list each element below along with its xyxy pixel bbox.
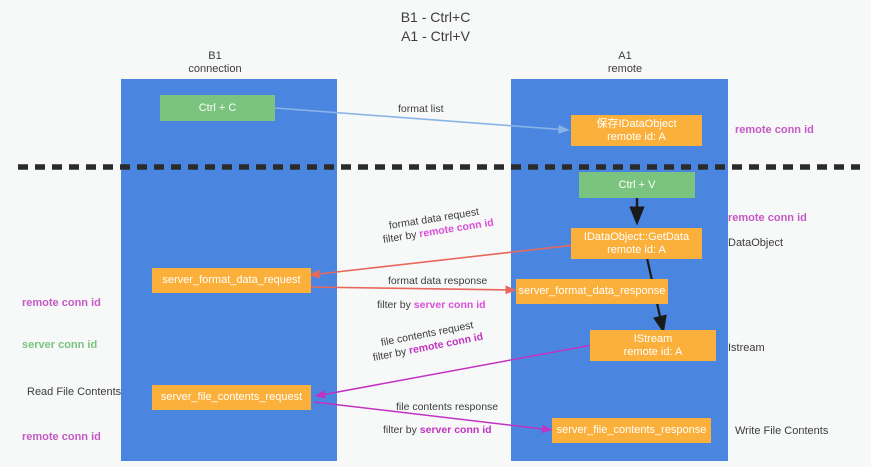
- edge-file-contents-request: [314, 344, 593, 399]
- server-conn-id-accent: server conn id: [413, 299, 486, 311]
- server-conn-id-accent: server conn id: [419, 424, 492, 436]
- filter-by-text: filter by: [383, 424, 420, 436]
- left-remote-conn-id-mid: remote conn id: [22, 297, 101, 309]
- node-save-idataobject[interactable]: 保存IDataObject remote id: A: [571, 115, 702, 146]
- edge-format-list: [274, 107, 570, 134]
- node-server-file-contents-response-label: server_file_contents_response: [556, 424, 707, 436]
- right-label-remote-conn-id-mid: remote conn id: [728, 212, 807, 224]
- left-label-read-file-contents: Read File Contents: [27, 386, 122, 398]
- left-remote-conn-id-bottom: remote conn id: [22, 431, 101, 443]
- right-label-write-file-contents: Write File Contents: [735, 425, 829, 437]
- edge-file-contents-response: [313, 401, 553, 434]
- right-label-dataobject: DataObject: [728, 237, 784, 249]
- lane-a1-title: A1: [618, 50, 632, 62]
- node-istream-line2: remote id: A: [623, 345, 683, 358]
- node-istream-line1: IStream: [633, 332, 673, 345]
- left-label-conn-ids-mid: remote conn id server conn id: [22, 268, 101, 380]
- right-label-remote-conn-id-top: remote conn id: [735, 124, 814, 136]
- node-idataobject-getdata-line2: remote id: A: [607, 243, 666, 256]
- node-save-idataobject-line2: remote id: A: [607, 130, 666, 143]
- edge-label-format-data-response-line2: filter by server conn id: [377, 298, 486, 312]
- edge-label-file-contents-response-line1: file contents response: [396, 401, 499, 413]
- node-ctrl-v[interactable]: Ctrl + V: [579, 172, 695, 198]
- node-server-format-data-request-label: server_format_data_request: [162, 274, 301, 286]
- node-server-file-contents-request-label: server_file_contents_request: [160, 391, 303, 403]
- lane-b1-subtitle: connection: [188, 63, 242, 75]
- node-ctrl-v-label: Ctrl + V: [618, 178, 656, 191]
- edge-label-format-list: format list: [398, 103, 444, 115]
- lane-header-a1: A1 remote: [565, 50, 685, 76]
- edge-format-data-request: [308, 244, 576, 279]
- lane-a1-subtitle: remote: [607, 63, 643, 75]
- node-ctrl-c-label: Ctrl + C: [198, 101, 237, 114]
- node-idataobject-getdata-line1: IDataObject::GetData: [583, 230, 690, 243]
- lane-b1-title: B1: [208, 50, 222, 62]
- node-istream[interactable]: IStream remote id: A: [590, 330, 716, 361]
- right-label-istream: Istream: [728, 342, 765, 354]
- page-title: B1 - Ctrl+C A1 - Ctrl+V: [400, 9, 471, 44]
- filter-by-text: filter by: [377, 299, 414, 311]
- node-ctrl-c[interactable]: Ctrl + C: [160, 95, 275, 121]
- edge-label-file-contents-response-line2: filter by server conn id: [383, 423, 492, 437]
- left-server-conn-id-mid: server conn id: [22, 339, 98, 351]
- node-server-format-data-response[interactable]: server_format_data_response: [516, 279, 668, 304]
- node-server-file-contents-response[interactable]: server_file_contents_response: [552, 418, 711, 443]
- left-label-conn-ids-bottom: remote conn id server conn id: [22, 402, 101, 467]
- edge-label-format-data-response-line1: format data response: [388, 275, 488, 287]
- node-idataobject-getdata[interactable]: IDataObject::GetData remote id: A: [571, 228, 702, 259]
- edge-format-data-response: [307, 285, 517, 295]
- lane-header-b1: B1 connection: [155, 50, 275, 76]
- node-server-file-contents-request[interactable]: server_file_contents_request: [152, 385, 311, 410]
- section-divider: [0, 157, 871, 170]
- node-server-format-data-response-label: server_format_data_response: [518, 285, 666, 297]
- node-server-format-data-request[interactable]: server_format_data_request: [152, 268, 311, 293]
- node-save-idataobject-line1: 保存IDataObject: [596, 117, 677, 130]
